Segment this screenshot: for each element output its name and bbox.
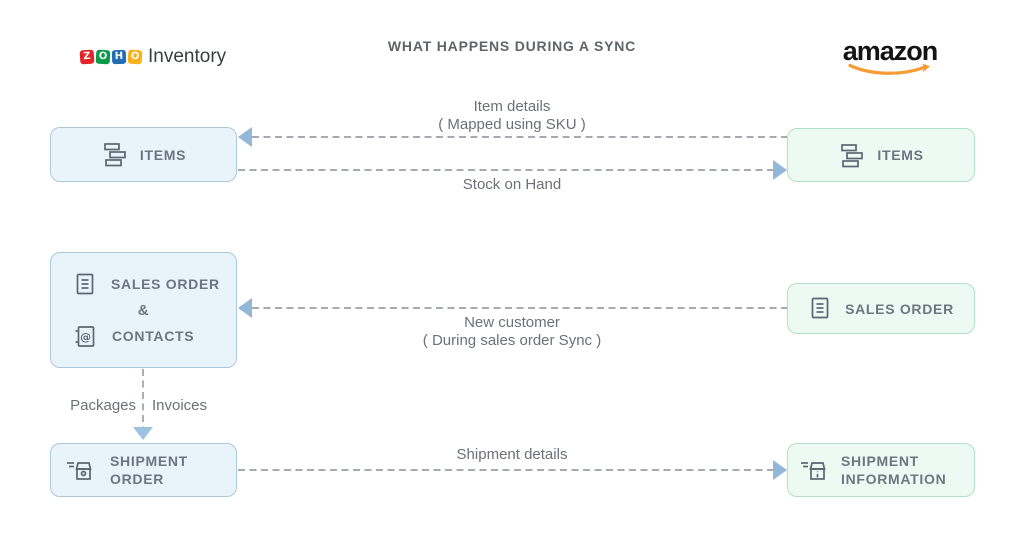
node-label: SALES ORDER (845, 300, 954, 317)
zoho-product-name: Inventory (148, 46, 227, 67)
node-amazon-items: ITEMS (787, 128, 975, 182)
dashed-connector-internal (142, 369, 144, 427)
flow-label-shipment-details: Shipment details (456, 446, 568, 463)
contacts-icon: @ (73, 324, 98, 349)
dashed-connector-stock-on-hand (238, 169, 774, 171)
node-label-line1: SHIPMENT (841, 453, 919, 469)
node-label-line2: INFORMATION (841, 471, 947, 487)
stacked-items-icon (838, 143, 864, 168)
dashed-connector-shipment-details (238, 469, 774, 471)
amazon-smile-icon (848, 63, 932, 82)
amazon-wordmark: amazon (842, 36, 939, 66)
arrowhead-right-icon (773, 160, 787, 180)
stacked-items-icon (101, 142, 127, 167)
node-label-line1: SHIPMENT (110, 453, 188, 469)
flow-label-line2: ( Mapped using SKU ) (438, 116, 586, 133)
dashed-connector-item-details (252, 136, 787, 138)
svg-text:@: @ (80, 330, 92, 343)
node-label: SALES ORDER (111, 276, 220, 292)
flow-label-line2: ( During sales order Sync ) (422, 332, 602, 349)
node-zoho-items: ITEMS (50, 127, 237, 182)
node-zoho-sales-order-contacts: SALES ORDER & @ CONTACTS (50, 252, 237, 368)
flow-label-line1: New customer (464, 314, 560, 331)
arrowhead-right-icon (773, 460, 787, 480)
node-amazon-sales-order: SALES ORDER (787, 283, 975, 334)
node-amazon-shipment-information: SHIPMENT INFORMATION (787, 443, 975, 497)
flow-label-line1: Item details (473, 98, 551, 115)
arrowhead-left-icon (238, 298, 252, 318)
dashed-connector-new-customer (252, 307, 787, 309)
zoho-inventory-logo: Z O H O Inventory (79, 46, 227, 68)
internal-label-invoices: Invoices (152, 397, 208, 414)
flow-label-new-customer: New customer ( During sales order Sync ) (262, 314, 762, 350)
node-label: ITEMS (139, 146, 187, 163)
document-icon (73, 272, 97, 297)
flow-label-item-details: Item details ( Mapped using SKU ) (262, 98, 762, 134)
flow-label-stock-on-hand: Stock on Hand (462, 176, 562, 193)
node-label-line2: ORDER (110, 471, 165, 487)
page-title: WHAT HAPPENS DURING A SYNC (387, 38, 637, 54)
amazon-logo: amazon (840, 38, 940, 82)
arrowhead-down-icon (133, 427, 153, 440)
node-zoho-shipment-order: SHIPMENT ORDER (50, 443, 237, 497)
document-icon (808, 296, 832, 321)
ampersand-text: & (137, 301, 150, 319)
node-label: SHIPMENT INFORMATION (841, 452, 946, 488)
node-label: CONTACTS (112, 328, 195, 344)
node-label: ITEMS (877, 147, 924, 163)
internal-label-packages: Packages (70, 397, 136, 414)
package-icon (65, 457, 97, 483)
package-info-icon (799, 457, 831, 483)
arrowhead-left-icon (238, 127, 252, 147)
node-label: SHIPMENT ORDER (110, 452, 188, 488)
